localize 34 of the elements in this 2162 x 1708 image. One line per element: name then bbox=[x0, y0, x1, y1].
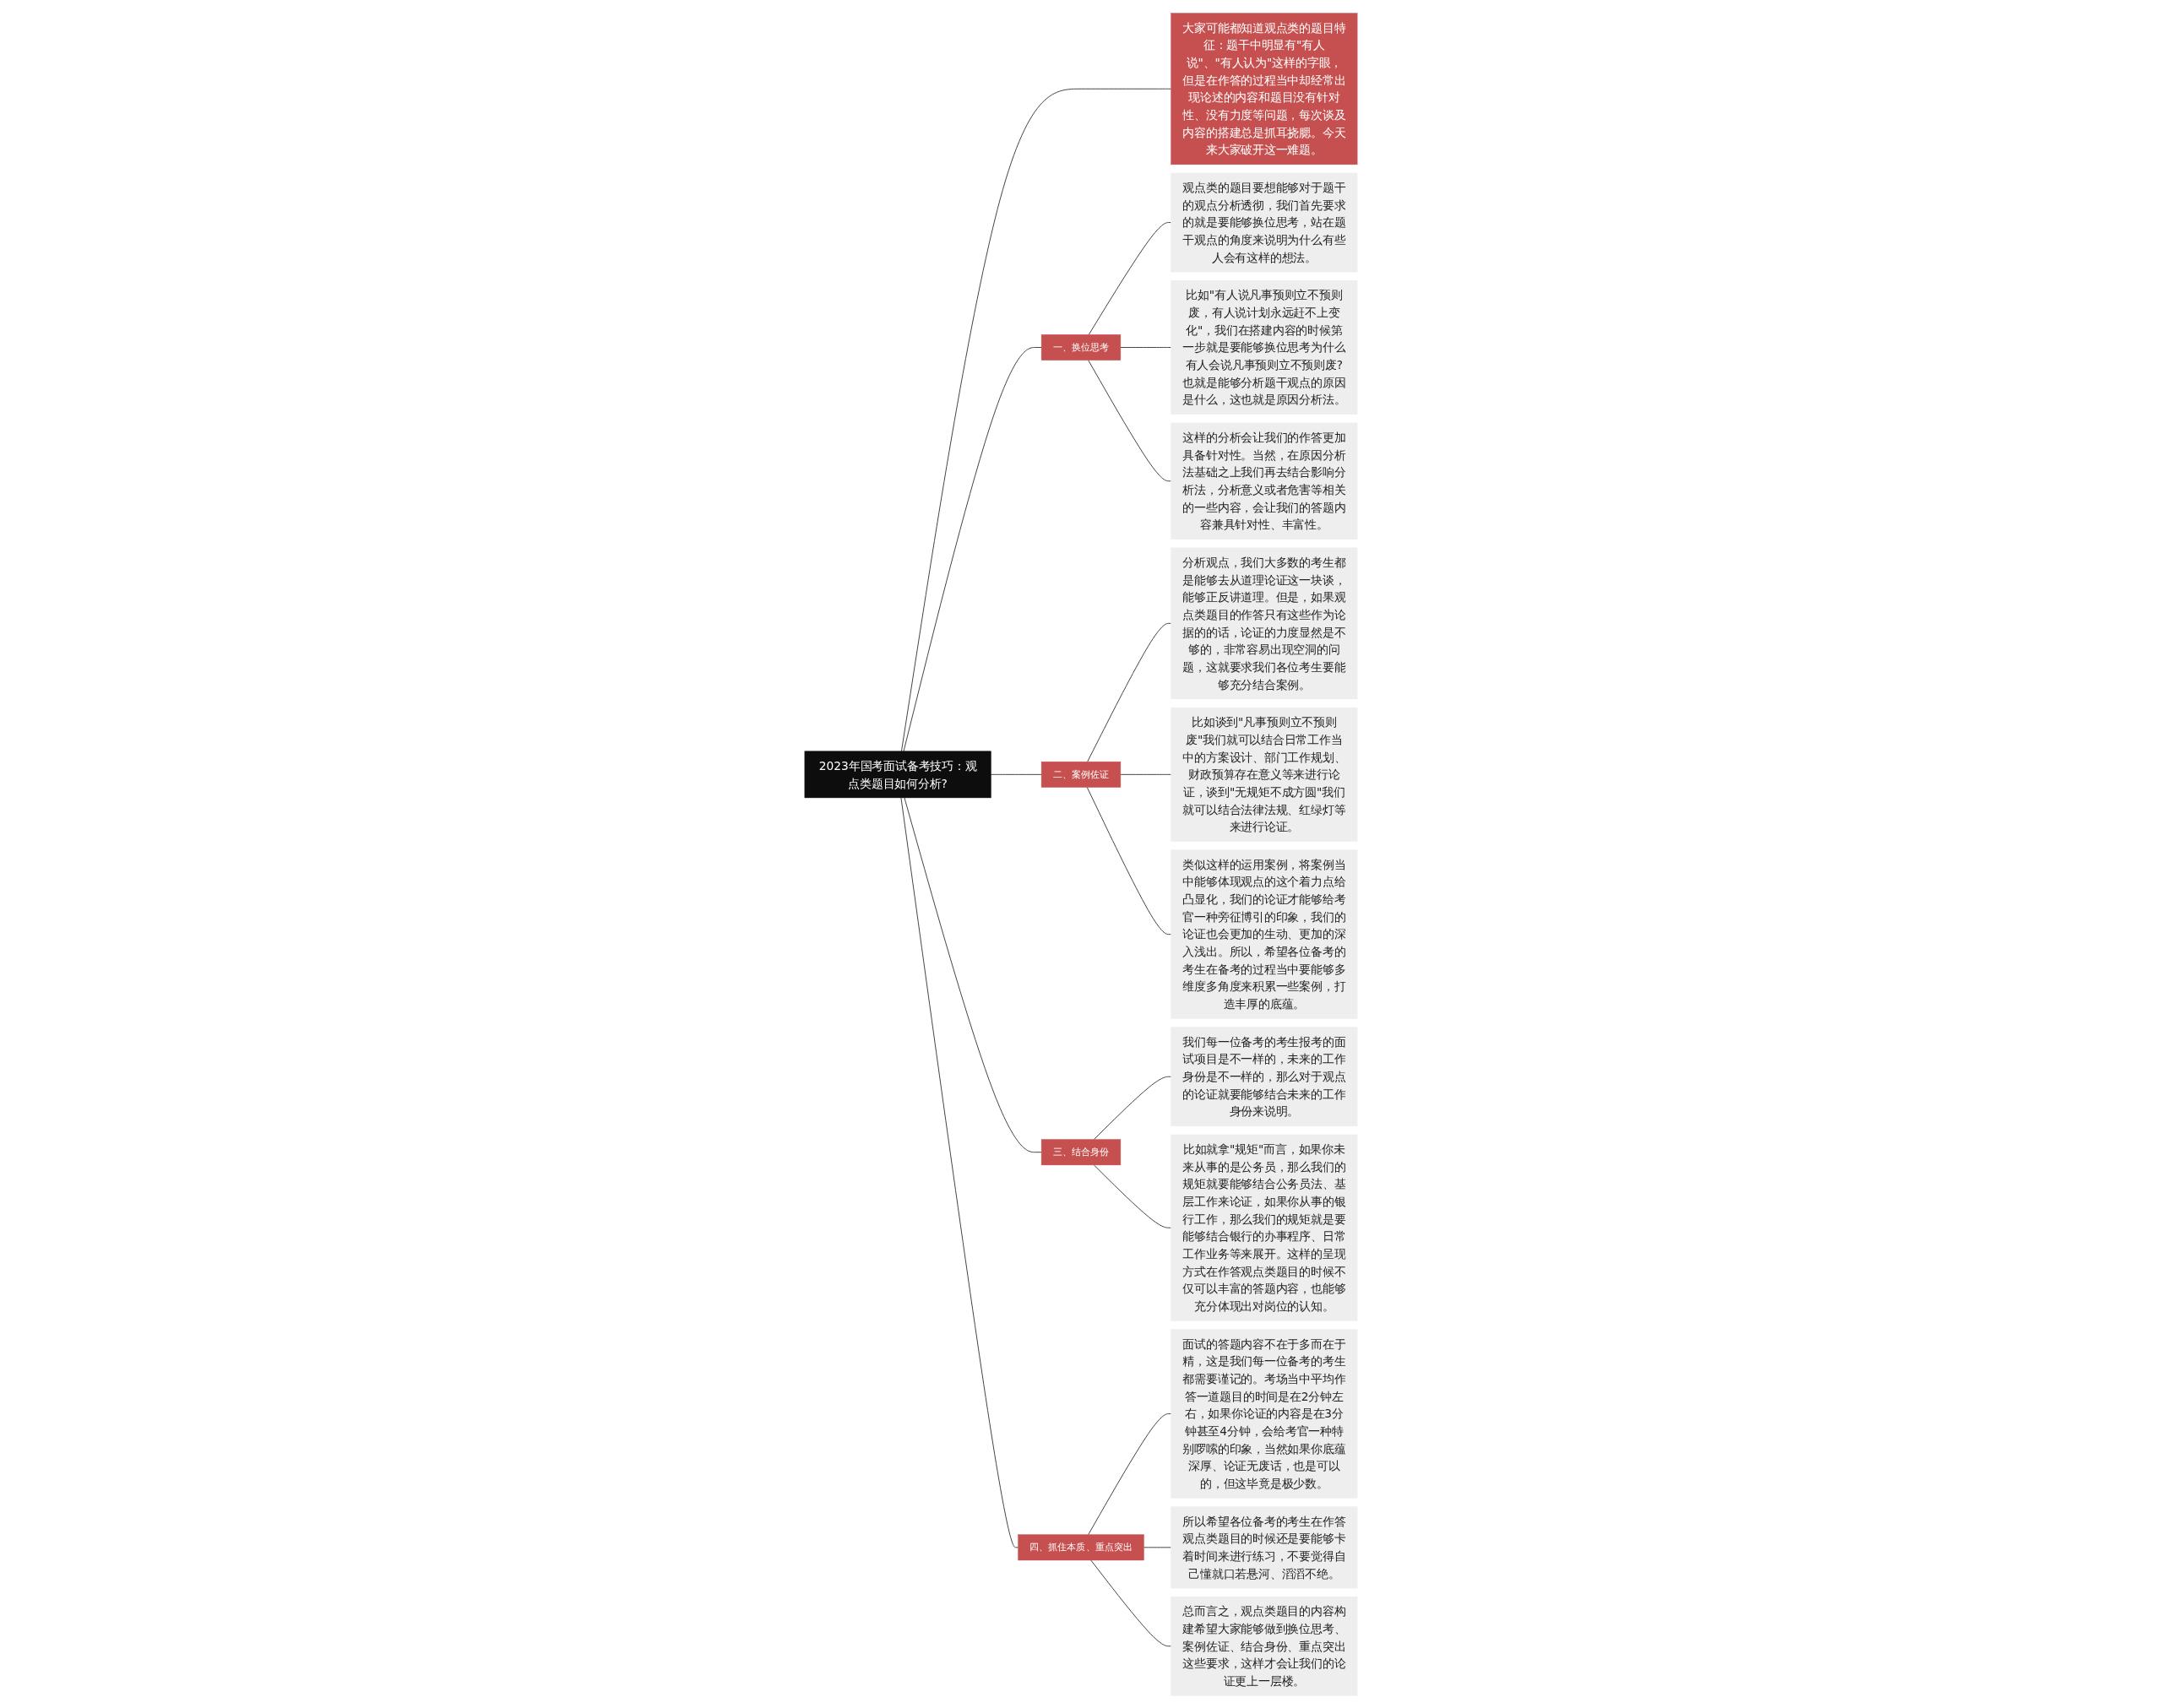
connector bbox=[1143, 1546, 1172, 1548]
node-box bbox=[1040, 333, 1122, 361]
connector bbox=[1087, 622, 1172, 762]
mind-map: 2023年国考面试备考技巧：观点类题目如何分析? 大家可能都知道观点类的题目特征：题干中明显有"有人说"、"有人认为"这样的字眼，但是在作答的过程当中却经常出现论述的内容和题目没有针对性、没有力度等问题，每次谈及内容的搭建总是抓耳挠腮。今天来大家破开这一难题。 一、换位思考 观点类的题目要想能够对于题干的观点分析透彻，我们首先要求的就是要能够换位思考，站在题干观点的角度来说明为什么有些人会有这样的想法。 比如"有人说凡事预则立不预则废，有人说计划永远赶不上变化"，我们在搭建内容的时候第一步就是要能够换位思考为什么有人会说凡事预则立不预则废?也就是能够分析题干观点的原因是什么，这也就是原因分析法。 这样的分析会让我们的作答更加具备针对性。当然，在原因分析法基础之上我们再去结合影响分析法，分析意义或者危害等相关的一些内容，会让我们的答题内容兼具针对性、丰富性。 二、案例佐证 分析观点，我们大多数的考生都是能够去从道理论证这一块谈，能够正反讲道理。但是，如果观点类题目的作答只有这些作为论据的的话，论证的力度显然是不够的，非常容易出现空洞的问题，这就要求我们各位考生要能够充分结合案例。 比如谈到"凡事预则立不预则废"我们就可以结合日常工作当中的方案设计、部门工作规划、财政预算存在意义等来进行论证，谈到"无规矩不成方圆"我们就可以结合法律法规、红绿灯等来进行论证。 类似这样的运用案例，将案例当中能够体现观点的这个着力点给凸显化，我们的论证才能够给考官一种旁征博引的印象，我们的论证也会更加的生动、更加的深入浅出。所以，希望各位备考的考生在备考的过程当中要能够多维度多角度来积累一些案例，打造丰厚的底蕴。 三、结合身份 我们每一位备考的考生报考的面试项目是不一样的，未来的工作身份是不一样的，那么对于观点的论证就要能够结合未来的工作身份来说明。 比如就拿"规矩"而言，如果你未来从事的是公务员，那么我们的规矩就要能够结合公务员法、基层工作来论证，如果你从事的银行工作，那么我们的规矩就是要能够结合银行的办事程序、日常工作业务等来展开。这样的呈现方式在作答观点类题目的时候不仅可以丰富的答题内容，也能够充分体现出对岗位的认知。 四、抓住本质、重点突出 面试的答题内容不在于多而在于精，这是我们每一位备考的考生都需要谨记的。考场当中平均作答一道题目的时间是在2分钟左右，如果你论证的内容是在3分钟甚至4分钟，会给考官一种特别啰嗦的印象，当然如果你底蕴深厚、论证无废话，也是可以的，但这毕竟是极少数。 所以希望各位备考的考生在作答观点类题目的时候还是要能够卡着时间来进行练习，不要觉得自己懂就口若悬河、滔滔不绝。 总而言之，观点类题目的内容构建希望大家能够做到换位思考、案例佐证、结合身份、重点突出这些要求，这样才会让我们的论证更上一层楼。 bbox=[8, 9, 2154, 1699]
node-box bbox=[804, 751, 991, 798]
node-box bbox=[1171, 1328, 1358, 1499]
node-box bbox=[1171, 1505, 1358, 1588]
connector bbox=[1088, 221, 1172, 335]
connector bbox=[1086, 786, 1172, 935]
node-box bbox=[1018, 1533, 1144, 1560]
connector bbox=[900, 88, 1172, 751]
node-box bbox=[1171, 849, 1358, 1019]
connector bbox=[1088, 1412, 1172, 1535]
connector bbox=[1120, 773, 1172, 775]
connector bbox=[1088, 359, 1172, 481]
connector bbox=[990, 773, 1042, 775]
node-box bbox=[1171, 547, 1358, 699]
connector bbox=[1093, 1076, 1172, 1140]
connector bbox=[904, 796, 1042, 1152]
connector bbox=[1090, 1559, 1172, 1646]
node-box bbox=[1171, 279, 1358, 415]
node-box bbox=[1171, 422, 1358, 540]
node-box bbox=[1171, 12, 1358, 165]
node-box bbox=[1171, 707, 1358, 842]
node-box bbox=[1171, 1026, 1358, 1126]
connector bbox=[903, 346, 1042, 751]
connector bbox=[1120, 346, 1172, 348]
connector bbox=[900, 796, 1019, 1548]
node-box bbox=[1040, 1138, 1122, 1165]
connector bbox=[1093, 1163, 1172, 1228]
node-box bbox=[1171, 172, 1358, 272]
node-box bbox=[1040, 761, 1122, 788]
node-box bbox=[1171, 1134, 1358, 1321]
node-box bbox=[1171, 1596, 1358, 1696]
